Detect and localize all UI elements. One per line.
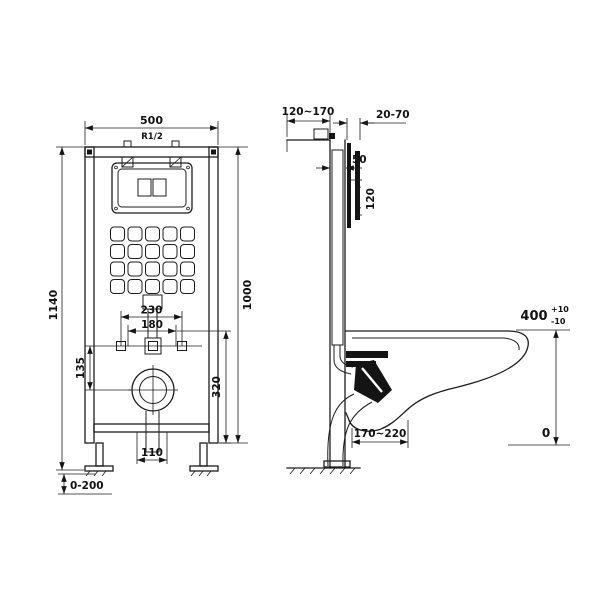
- dim-bolt-spacing-inner: 180: [141, 319, 163, 331]
- dim-frame-depth: 120~170: [282, 106, 335, 118]
- outlet-assembly: [327, 351, 392, 467]
- dim-floor-level: 0: [542, 426, 550, 440]
- front-view: 500 R1/2 1140 1000 230 180: [47, 114, 254, 495]
- dim-outlet-height: 320: [211, 376, 223, 398]
- dim-drain-width: 110: [141, 447, 163, 459]
- dim-rim-height: 400: [520, 309, 547, 324]
- side-dimensions: 120~170 20-70 50 120 170~220: [282, 106, 570, 448]
- dim-rim-tol-minus: -10: [551, 317, 566, 326]
- drain-outlet: [128, 365, 178, 453]
- dim-outlet-drop: 135: [75, 357, 87, 379]
- frame-structure: [84, 140, 219, 477]
- side-view: 120~170 20-70 50 120 170~220: [282, 106, 570, 475]
- fixing-assembly: [103, 294, 202, 355]
- dim-inner-height: 1000: [241, 279, 254, 310]
- dim-bolt-spacing-outer: 230: [141, 305, 163, 317]
- dim-frame-height: 1140: [47, 289, 60, 320]
- dim-plate-offset: 50: [352, 154, 367, 166]
- flush-plate: [111, 162, 193, 214]
- dim-outlet-distance: 170~220: [354, 428, 407, 440]
- dim-finish-thickness: 20-70: [376, 109, 410, 121]
- dim-rim-tol-plus: +10: [551, 305, 569, 314]
- dim-plate-height: 120: [365, 188, 377, 210]
- inlet-label: R1/2: [141, 132, 163, 142]
- dim-foot-adjust: 0-200: [70, 480, 104, 492]
- cistern-grid: [110, 226, 195, 294]
- toilet-bowl: [345, 330, 529, 432]
- front-dimensions: 500 R1/2 1140 1000 230 180: [47, 114, 254, 495]
- dim-frame-width: 500: [140, 114, 163, 127]
- wall-section: [286, 128, 361, 475]
- flush-pipe: [333, 345, 354, 375]
